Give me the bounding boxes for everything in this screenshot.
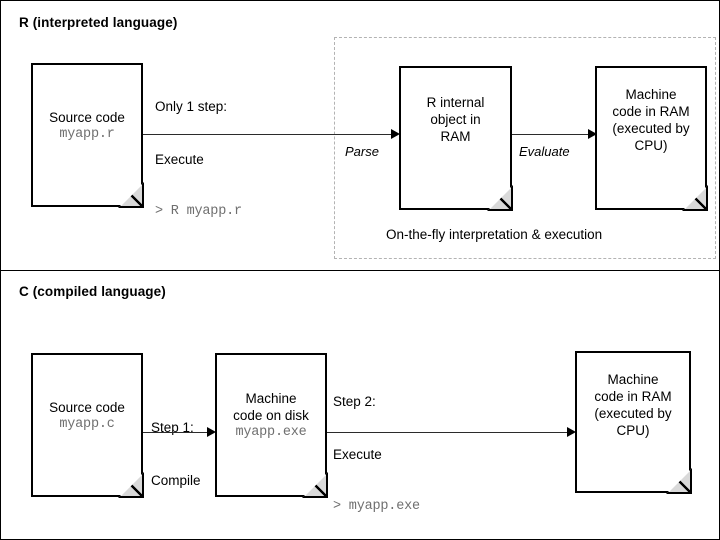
section-heading-r: R (interpreted language) [19,15,178,30]
doc-body [215,353,327,497]
arrowhead-icon [588,129,597,139]
doc-line-3: (executed by [594,406,672,421]
callout-command: > R myapp.r [155,204,242,219]
doc-source-code-r: Source code myapp.r [31,63,144,208]
callout-line-2: Compile [151,472,201,488]
doc-line-2: myapp.r [59,127,115,142]
doc-label: R internal object in RAM [399,94,512,145]
doc-body [31,353,143,497]
section-heading-c: C (compiled language) [19,284,166,299]
connector-disk-to-machine [327,432,571,433]
page-fold-edge [666,468,692,494]
doc-line-2: myapp.c [59,417,115,432]
doc-label: Machine code in RAM (executed by CPU) [575,371,691,439]
page-fold-edge [682,185,708,211]
doc-line-1: Machine [625,87,677,102]
doc-line-1: Source code [49,400,125,415]
doc-line-2: code in RAM [612,104,690,119]
doc-line-3: RAM [440,129,471,144]
page-fold-edge [118,472,144,498]
doc-body [575,351,691,493]
on-the-fly-group-box [334,37,716,259]
page-fold-edge [487,185,513,211]
doc-machine-code-disk: Machine code on disk myapp.exe [215,353,328,498]
doc-label: Machine code on disk myapp.exe [215,390,327,441]
doc-line-1: Source code [49,110,125,125]
doc-line-1: Machine [607,372,659,387]
doc-line-2: object in [430,112,481,127]
edge-label-parse: Parse [345,144,379,159]
doc-label: Source code myapp.r [31,109,143,143]
callout-line-1: Step 1: [151,420,194,435]
callout-step2-c: Step 2: Execute > myapp.exe [333,358,420,539]
doc-r-internal-object: R internal object in RAM [399,66,513,211]
doc-line-3: myapp.exe [235,425,307,440]
callout-line-1: Step 2: [333,394,376,409]
doc-body [399,66,512,210]
doc-body [31,63,143,207]
callout-line-2: Execute [155,151,204,167]
callout-step-r: Only 1 step: Execute > R myapp.r [155,63,242,256]
doc-source-code-c: Source code myapp.c [31,353,144,498]
callout-step1-c: Step 1: Compile [151,384,201,524]
section-divider [1,270,719,271]
doc-body [595,66,707,210]
doc-machine-code-ram-c: Machine code in RAM (executed by CPU) [575,351,692,494]
doc-line-2: code on disk [233,408,309,423]
edge-label-evaluate: Evaluate [519,144,570,159]
callout-line-2: Execute [333,446,382,462]
connector-source-to-internal [143,134,395,135]
arrowhead-icon [567,427,576,437]
group-caption-on-the-fly: On-the-fly interpretation & execution [386,227,603,242]
doc-label: Source code myapp.c [31,399,143,433]
doc-line-1: R internal [426,95,485,110]
doc-line-2: code in RAM [594,389,672,404]
doc-line-4: CPU) [616,423,650,438]
doc-line-4: CPU) [634,138,668,153]
connector-source-to-disk [143,432,211,433]
arrowhead-icon [207,427,216,437]
doc-label: Machine code in RAM (executed by CPU) [595,86,707,154]
callout-line-1: Only 1 step: [155,99,228,114]
page-fold-edge [118,182,144,208]
doc-line-3: (executed by [612,121,690,136]
page-fold-edge [302,472,328,498]
arrowhead-icon [391,129,400,139]
callout-command: > myapp.exe [333,499,420,514]
doc-line-1: Machine [245,391,297,406]
doc-machine-code-ram-r: Machine code in RAM (executed by CPU) [595,66,708,211]
connector-internal-to-machine [512,134,591,135]
